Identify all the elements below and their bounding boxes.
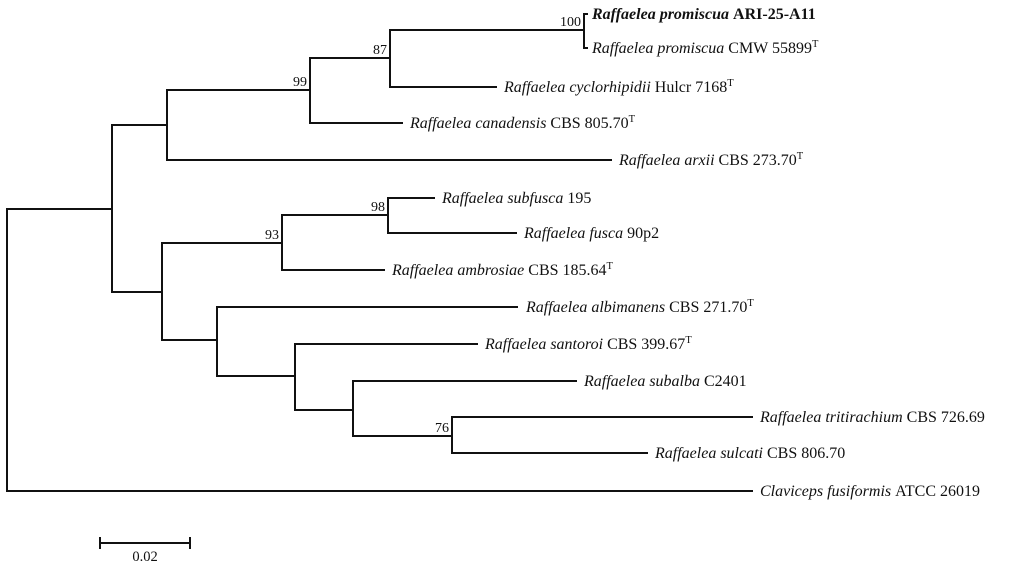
bootstrap-value-node-98: 98 xyxy=(371,200,385,215)
strain-code: ARI-25-A11 xyxy=(729,6,816,23)
taxon-label-canadensis: Raffaelea canadensis CBS 805.70T xyxy=(409,114,636,132)
bootstrap-value-node-99: 99 xyxy=(293,75,307,90)
strain-code: Hulcr 7168 xyxy=(651,79,727,96)
strain-code: C2401 xyxy=(700,373,747,390)
bootstrap-value-node-76: 76 xyxy=(435,421,449,436)
species-name: Raffaelea sulcati xyxy=(654,445,763,462)
taxon-label-ambrosiae: Raffaelea ambrosiae CBS 185.64T xyxy=(391,261,614,279)
bootstrap-value-node-93: 93 xyxy=(265,228,279,243)
species-name: Raffaelea tritirachium xyxy=(759,409,903,426)
species-name: Raffaelea albimanens xyxy=(525,299,665,316)
species-name: Raffaelea ambrosiae xyxy=(391,262,524,279)
strain-code: CBS 185.64 xyxy=(524,262,606,279)
strain-code: CBS 806.70 xyxy=(763,445,845,462)
species-name: Raffaelea promiscua xyxy=(591,6,729,23)
strain-code: CBS 726.69 xyxy=(903,409,985,426)
strain-code: CBS 399.67 xyxy=(603,336,685,353)
strain-code: ATCC 26019 xyxy=(891,483,980,500)
taxon-label-tritirachium: Raffaelea tritirachium CBS 726.69 xyxy=(759,409,985,426)
species-name: Raffaelea fusca xyxy=(523,225,623,242)
taxon-label-promiscua-ari: Raffaelea promiscua ARI-25-A11 xyxy=(591,6,816,23)
scale-bar-label: 0.02 xyxy=(132,549,157,565)
taxon-label-santoroi: Raffaelea santoroi CBS 399.67T xyxy=(484,335,692,353)
strain-code: 90p2 xyxy=(623,225,659,242)
species-name: Raffaelea santoroi xyxy=(484,336,603,353)
species-name: Claviceps fusiformis xyxy=(760,483,891,500)
type-strain-superscript: T xyxy=(747,298,754,309)
taxon-label-claviceps-outgroup: Claviceps fusiformis ATCC 26019 xyxy=(760,483,980,500)
species-name: Raffaelea promiscua xyxy=(591,40,724,57)
taxon-label-promiscua-cmw: Raffaelea promiscua CMW 55899T xyxy=(591,39,819,57)
type-strain-superscript: T xyxy=(629,114,636,125)
bootstrap-value-node-87: 87 xyxy=(373,43,387,58)
type-strain-superscript: T xyxy=(607,261,614,272)
taxon-label-subfusca: Raffaelea subfusca 195 xyxy=(441,190,591,207)
type-strain-superscript: T xyxy=(685,335,692,346)
taxon-label-arxii: Raffaelea arxii CBS 273.70T xyxy=(618,151,804,169)
strain-code: CBS 273.70 xyxy=(715,152,797,169)
type-strain-superscript: T xyxy=(727,78,734,89)
species-name: Raffaelea arxii xyxy=(618,152,715,169)
species-name: Raffaelea cyclorhipidii xyxy=(503,79,651,96)
taxon-label-fusca: Raffaelea fusca 90p2 xyxy=(523,225,659,242)
taxon-label-albimanens: Raffaelea albimanens CBS 271.70T xyxy=(525,298,754,316)
strain-code: CMW 55899 xyxy=(724,40,812,57)
taxon-label-subalba: Raffaelea subalba C2401 xyxy=(583,373,747,390)
strain-code: CBS 805.70 xyxy=(546,115,628,132)
species-name: Raffaelea subfusca xyxy=(441,190,563,207)
type-strain-superscript: T xyxy=(797,151,804,162)
species-name: Raffaelea canadensis xyxy=(409,115,546,132)
type-strain-superscript: T xyxy=(812,39,819,50)
bootstrap-value-node-100: 100 xyxy=(560,15,581,30)
species-name: Raffaelea subalba xyxy=(583,373,700,390)
taxon-label-cyclorhipidii: Raffaelea cyclorhipidii Hulcr 7168T xyxy=(503,78,734,96)
strain-code: CBS 271.70 xyxy=(665,299,747,316)
taxon-label-sulcati: Raffaelea sulcati CBS 806.70 xyxy=(654,445,845,462)
strain-code: 195 xyxy=(563,190,591,207)
